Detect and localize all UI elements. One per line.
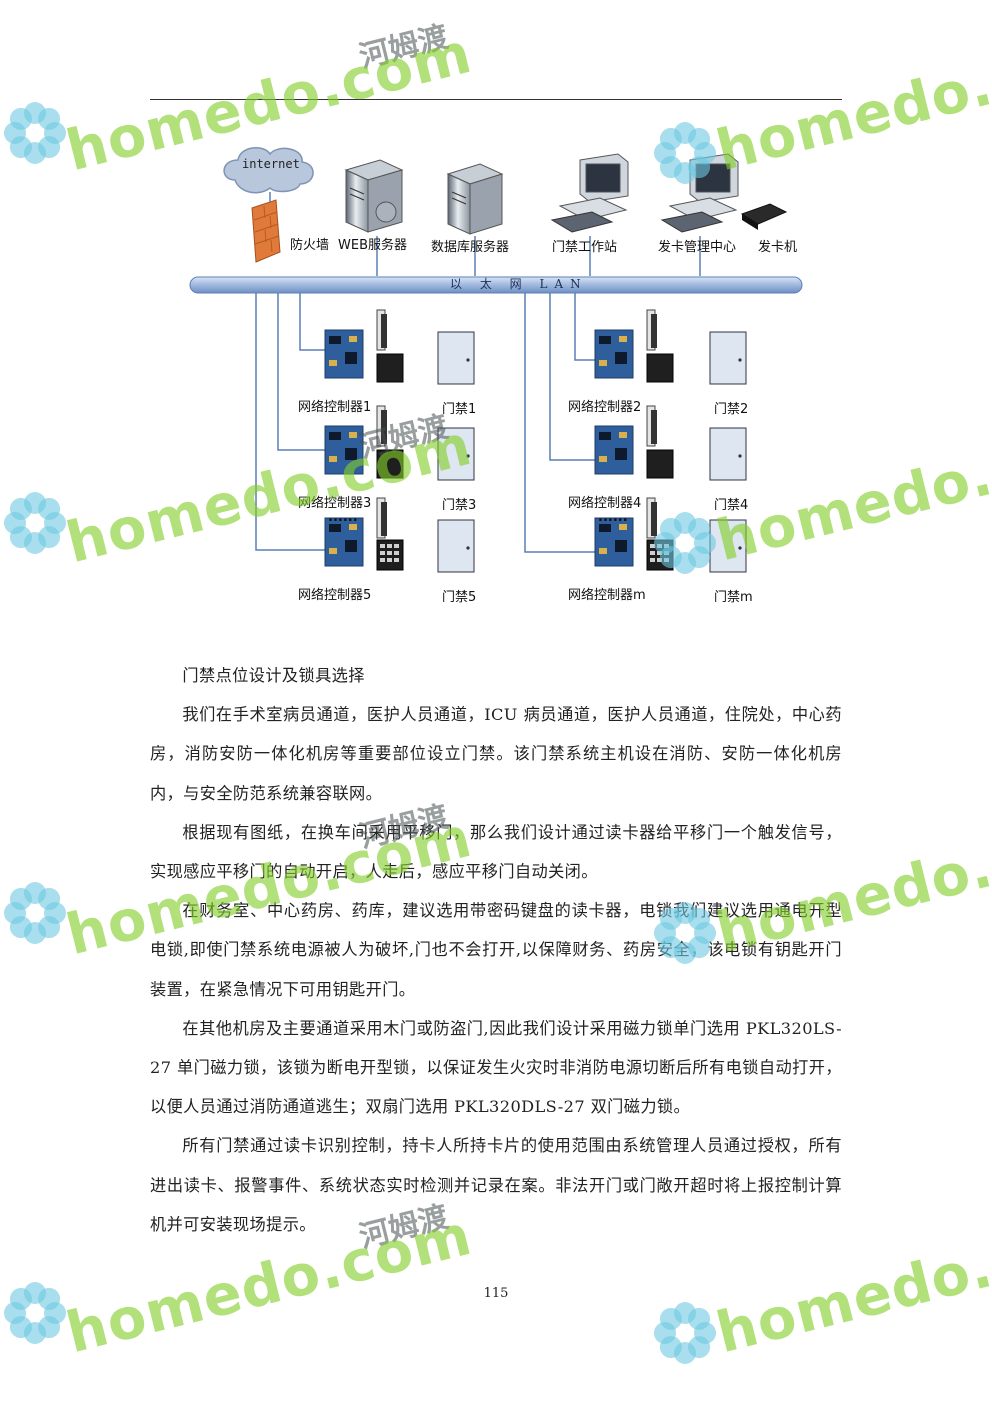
- internet-cloud-icon: [223, 147, 314, 194]
- controller-board-icon: [324, 405, 404, 479]
- homedo-logo-flower-icon: [654, 1302, 716, 1364]
- controller-label: 网络控制器1: [298, 400, 372, 415]
- door-label: 门禁m: [714, 590, 753, 605]
- controller-label: 网络控制器2: [568, 400, 642, 415]
- homedo-logo-flower-icon: [4, 102, 66, 164]
- lan-bus: [189, 276, 803, 294]
- card-center-label: 发卡管理中心: [658, 240, 737, 255]
- more-controllers-ellipsis: ......: [328, 510, 358, 525]
- door-icon: [709, 427, 747, 481]
- door-label: 门禁3: [442, 498, 477, 513]
- door-icon: [437, 331, 475, 385]
- door-icon: [709, 519, 747, 573]
- database-server-label: 数据库服务器: [431, 240, 510, 255]
- controller-board-icon: [594, 497, 674, 571]
- homedo-logo-flower-icon: [4, 882, 66, 944]
- controller-label: 网络控制器5: [298, 588, 372, 603]
- section-title: 门禁点位设计及锁具选择: [182, 666, 365, 685]
- paragraph-5: 所有门禁通过读卡识别控制，持卡人所持卡片的使用范围由系统管理人员通过授权，所有进…: [150, 1136, 842, 1234]
- homedo-logo-flower-icon: [4, 492, 66, 554]
- door-label: 门禁1: [442, 402, 477, 417]
- access-workstation-label: 门禁工作站: [552, 240, 618, 255]
- controller-board-icon: [594, 405, 674, 479]
- controller-board-icon: [594, 309, 674, 383]
- door-label: 门禁4: [714, 498, 749, 513]
- paragraph-1: 我们在手术室病员通道，医护人员通道，ICU 病员通道，医护人员通道，住院处，中心…: [150, 705, 842, 803]
- door-label: 门禁5: [442, 590, 477, 605]
- web-server-icon: [344, 159, 404, 233]
- firewall-icon: [251, 199, 281, 263]
- more-controllers-ellipsis: ......: [598, 510, 628, 525]
- controller-board-icon: [324, 309, 404, 383]
- paragraph-2: 根据现有图纸，在换车间采用平移门，那么我们设计通过读卡器给平移门一个触发信号，实…: [150, 822, 842, 882]
- card-issuer-icon: [740, 203, 788, 230]
- web-server-label: WEB服务器: [338, 238, 407, 253]
- internet-label: internet: [242, 157, 300, 171]
- card-issuer-label: 发卡机: [758, 240, 798, 255]
- watermark-chinese: 河姆渡: [355, 19, 452, 76]
- paragraph-3: 在财务室、中心药房、药库，建议选用带密码键盘的读卡器，电锁我们建议选用通电开型电…: [150, 901, 842, 999]
- door-icon: [437, 519, 475, 573]
- controller-label: 网络控制器m: [568, 588, 646, 603]
- access-workstation-icon: [550, 153, 629, 233]
- firewall-label: 防火墙: [290, 238, 330, 253]
- lan-label: 以 太 网 LAN: [450, 277, 588, 291]
- door-label: 门禁2: [714, 402, 749, 417]
- door-icon: [437, 427, 475, 481]
- controller-board-icon: [324, 497, 404, 571]
- controller-label: 网络控制器3: [298, 496, 372, 511]
- database-server-icon: [446, 163, 504, 235]
- card-center-workstation-icon: [660, 153, 739, 233]
- diagram-graphics: [189, 147, 803, 553]
- body-text: 门禁点位设计及锁具选择 我们在手术室病员通道，医护人员通道，ICU 病员通道，医…: [150, 656, 842, 1244]
- paragraph-4: 在其他机房及主要通道采用木门或防盗门,因此我们设计采用磁力锁单门选用 PKL32…: [150, 1018, 842, 1117]
- network-diagram: internet 防火墙 WEB服务器 数据库服务器 门禁工作站 发卡管理中心 …: [180, 140, 820, 610]
- controller-label: 网络控制器4: [568, 496, 642, 511]
- header-rule: [150, 99, 842, 100]
- door-icon: [709, 331, 747, 385]
- page-number: 115: [483, 1286, 509, 1301]
